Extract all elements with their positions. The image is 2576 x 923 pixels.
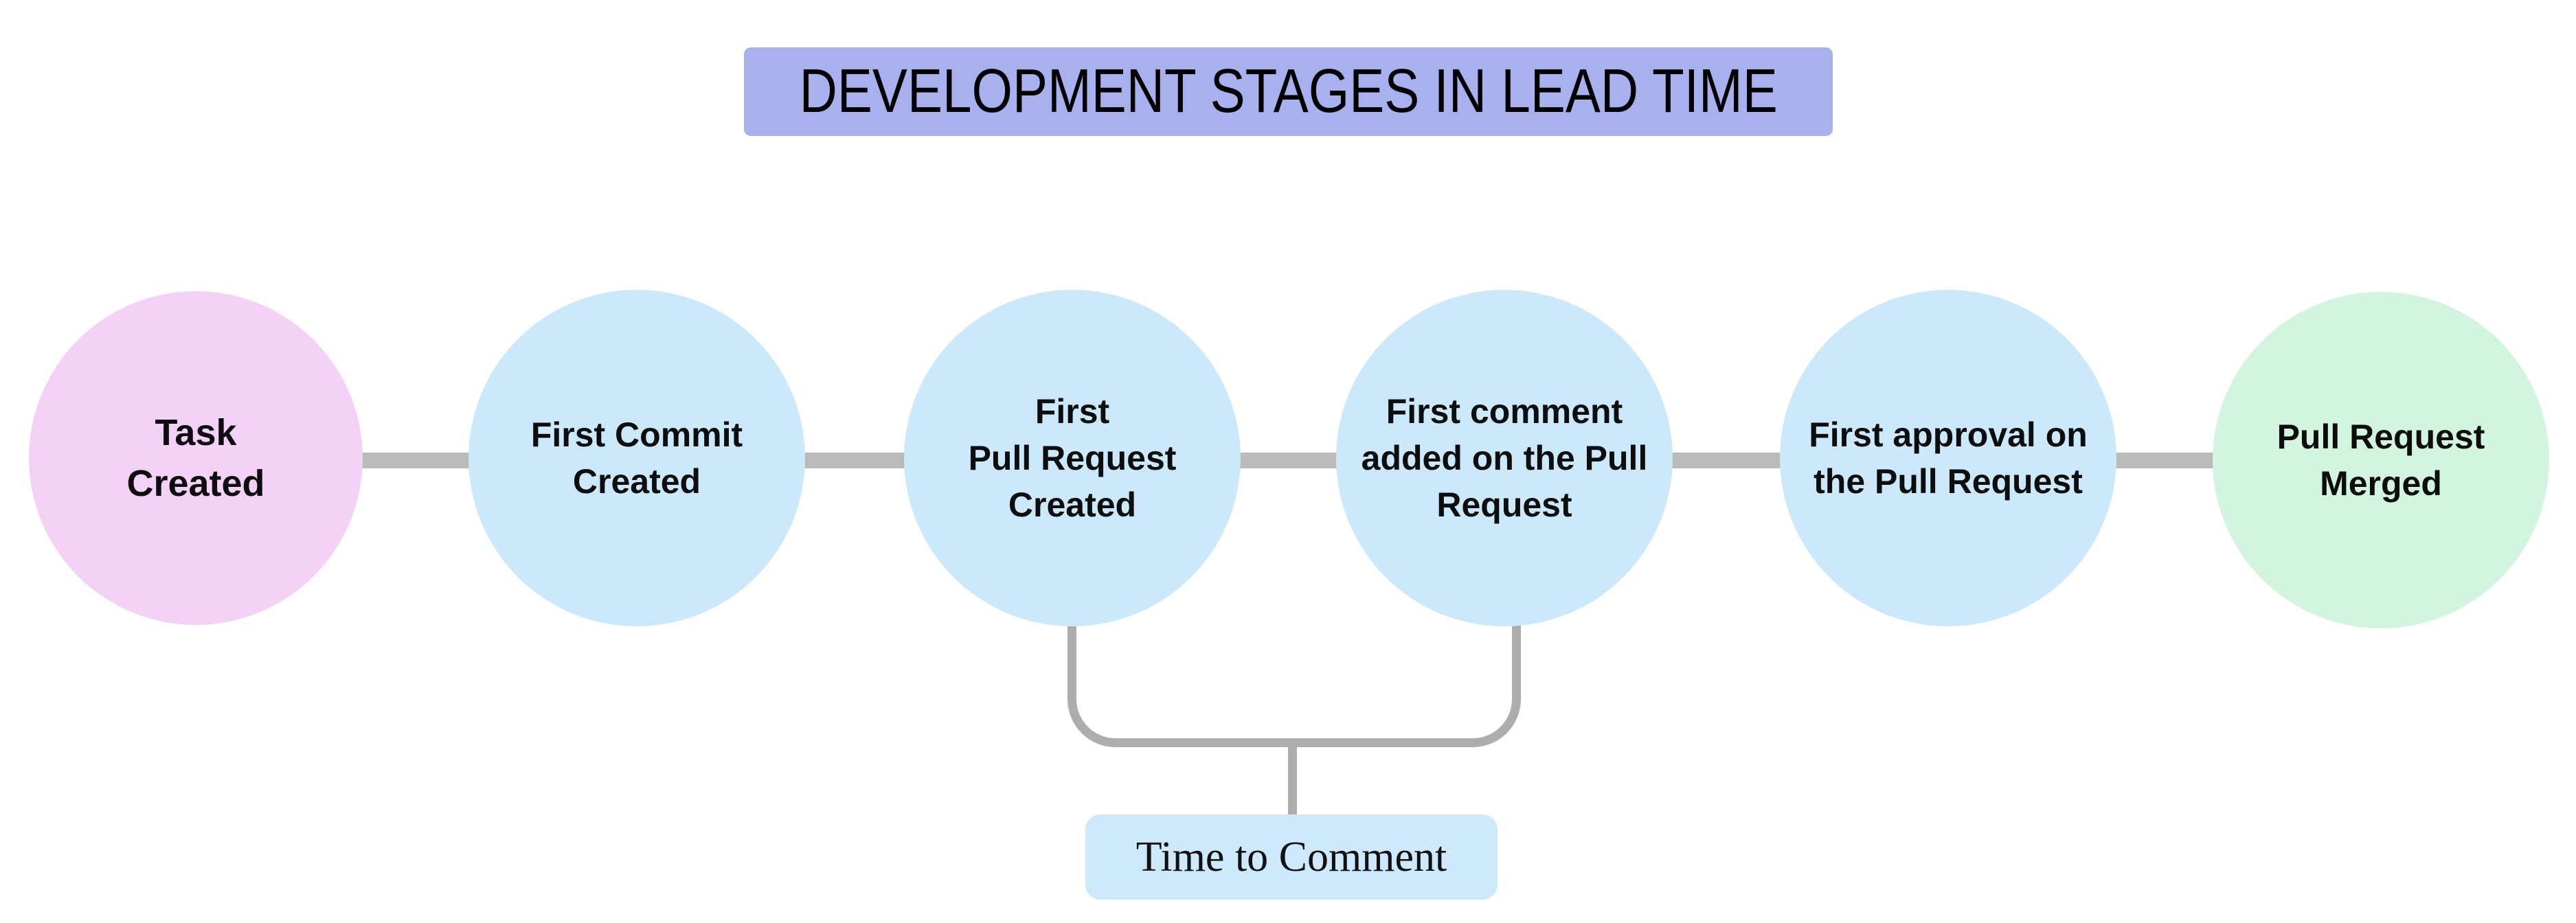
time-to-comment-text: Time to Comment xyxy=(1136,833,1447,880)
stage-label-first-approval: First approval on the Pull Request xyxy=(1809,415,2088,501)
stage-circle-pull-request-merged: Pull Request Merged xyxy=(2213,292,2549,628)
stage-circle-first-comment-added: First comment added on the Pull Request xyxy=(1336,290,1673,626)
time-to-comment-label: Time to Comment xyxy=(1085,814,1498,900)
stage-circle-first-pull-request-created: First Pull Request Created xyxy=(904,290,1241,626)
stage-label-first-comment-added: First comment added on the Pull Request xyxy=(1361,392,1648,524)
time-to-comment-bracket xyxy=(1067,624,1521,747)
diagram-title: DEVELOPMENT STAGES IN LEAD TIME xyxy=(799,57,1778,126)
stage-circle-task-created: Task Created xyxy=(29,291,363,625)
title-banner: DEVELOPMENT STAGES IN LEAD TIME xyxy=(744,47,1833,136)
stage-label-pull-request-merged: Pull Request Merged xyxy=(2276,418,2485,503)
stage-label-task-created: Task Created xyxy=(126,412,265,504)
stage-label-first-commit-created: First Commit Created xyxy=(530,415,743,501)
stage-circle-first-approval: First approval on the Pull Request xyxy=(1780,290,2116,626)
stage-label-first-pull-request-created: First Pull Request Created xyxy=(968,392,1177,524)
stage-circle-first-commit-created: First Commit Created xyxy=(468,290,805,626)
bracket-stem-line xyxy=(1288,745,1297,814)
